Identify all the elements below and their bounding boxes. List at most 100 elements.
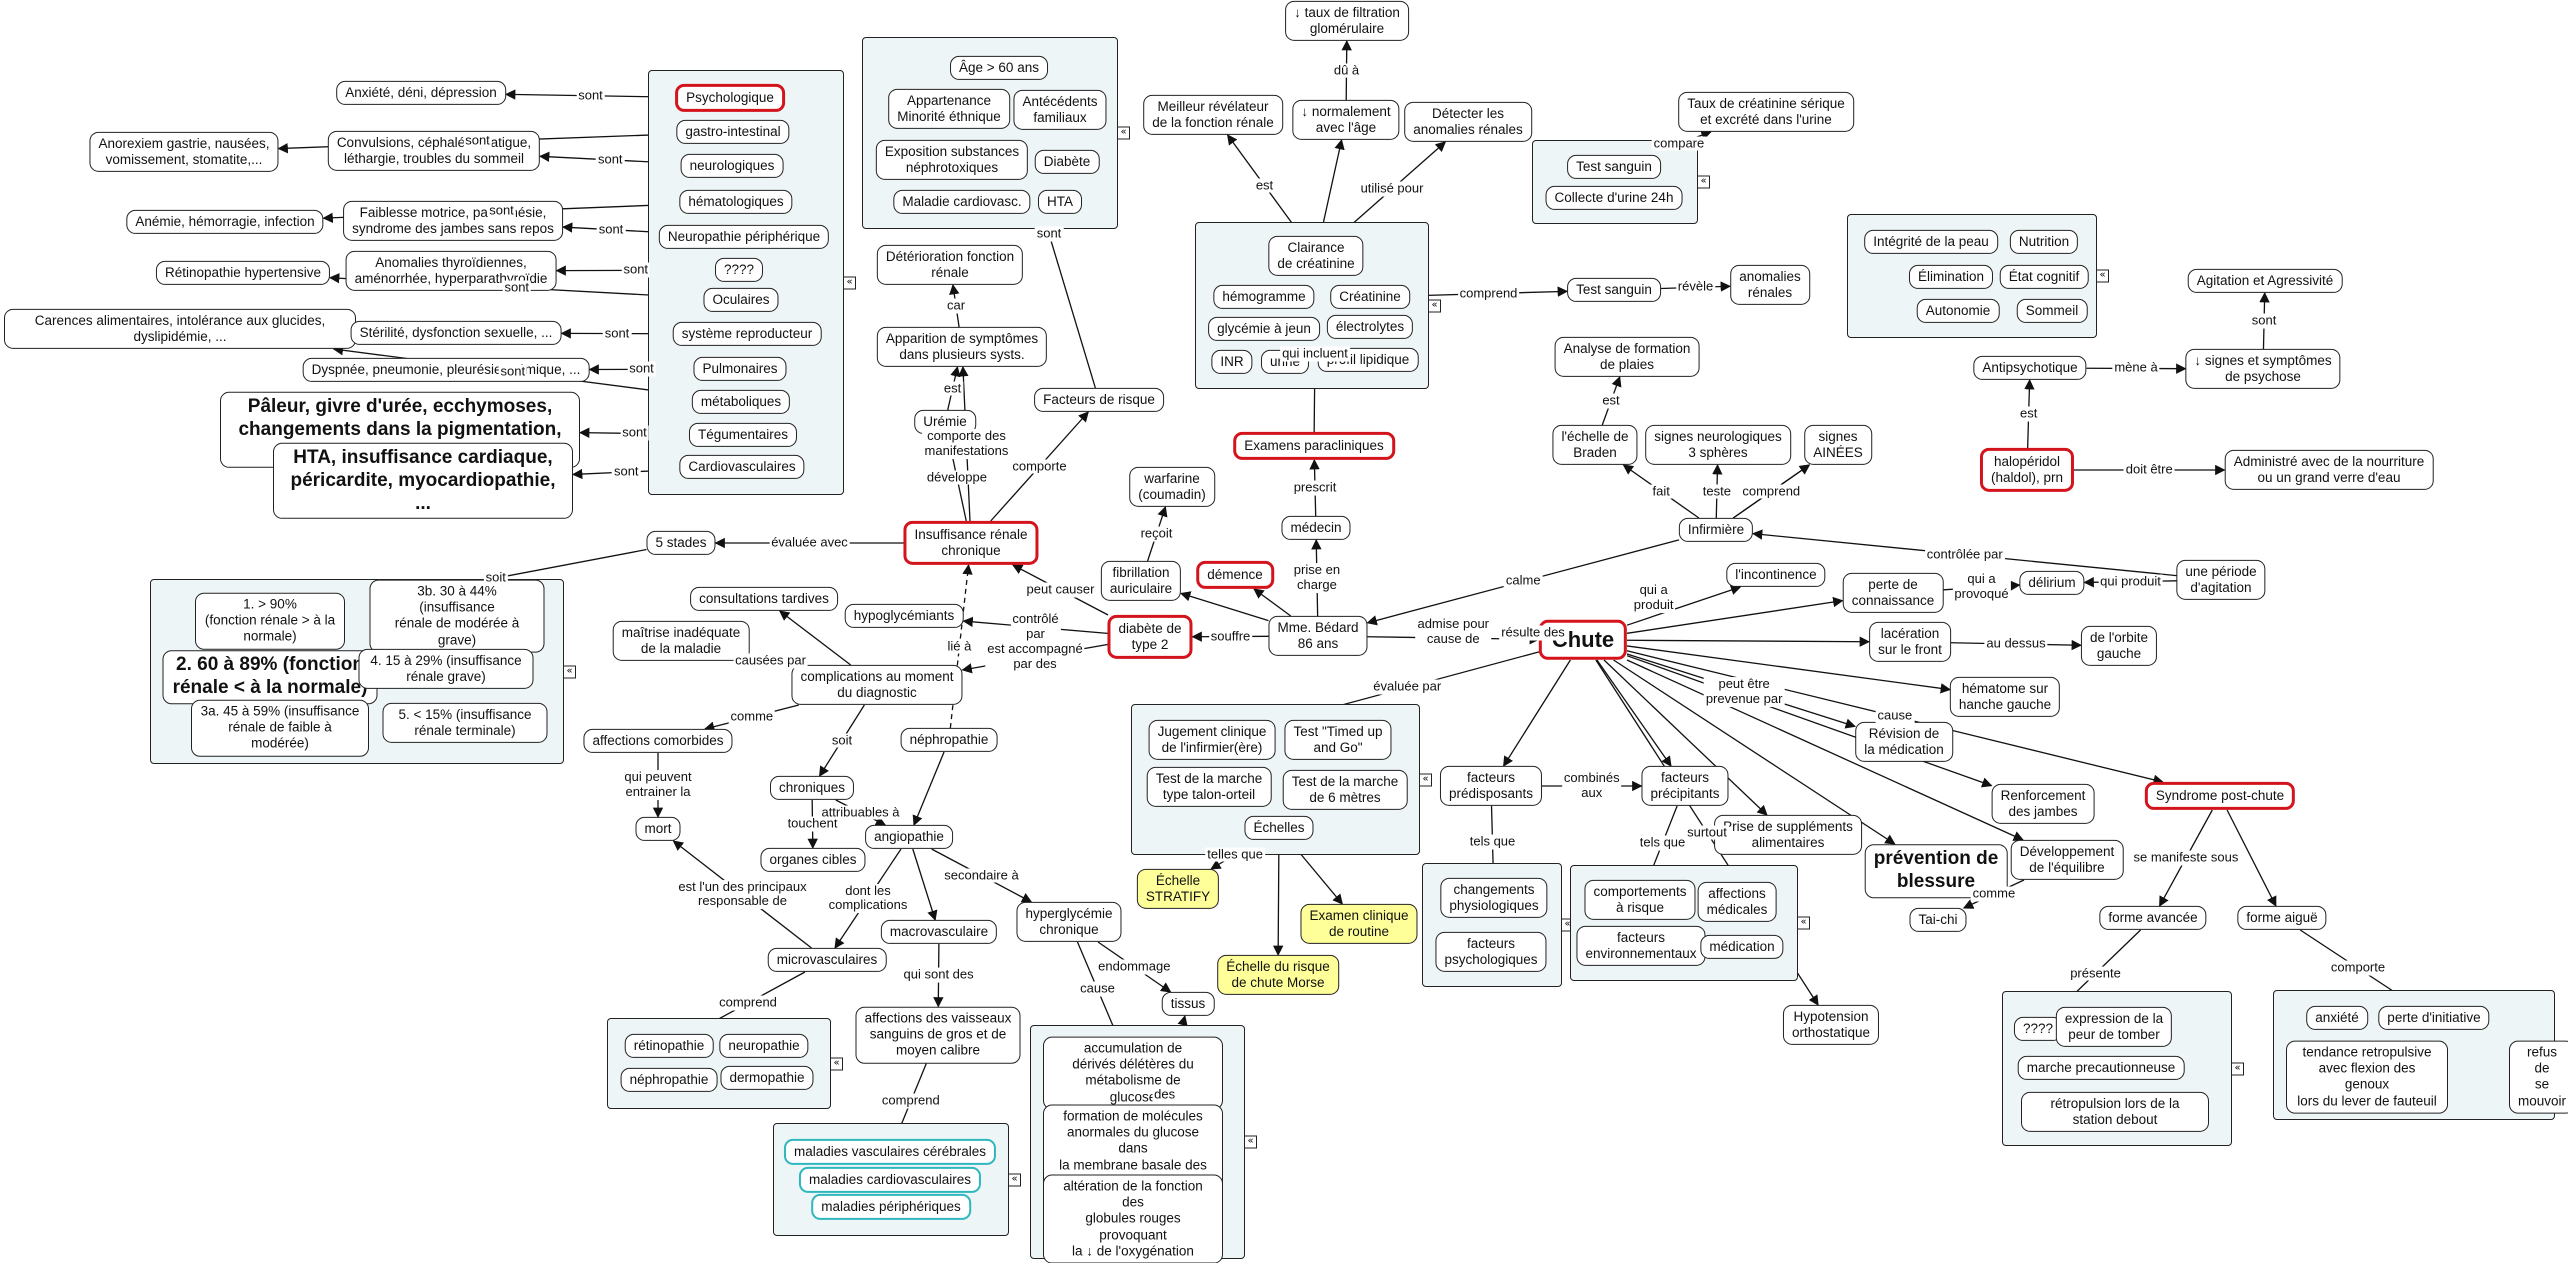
node-hematome[interactable]: hématome sur hanche gauche [1949,676,2061,718]
node-metaboliques[interactable]: métaboliques [691,389,791,415]
node-agitation[interactable]: Agitation et Agressivité [2187,268,2343,294]
node-organes[interactable]: organes cibles [760,847,866,873]
node-diabete[interactable]: diabète de type 2 [1107,614,1193,660]
node-affections-com[interactable]: affections comorbides [583,728,733,754]
node-fact-psy[interactable]: facteurs psychologiques [1435,931,1547,973]
node-retinopathie[interactable]: rétinopathie [624,1033,714,1059]
node-gastro[interactable]: gastro-intestinal [676,119,790,145]
node-microvasc[interactable]: microvasculaires [767,947,887,973]
node-hypoglycemiants[interactable]: hypoglycémiants [844,603,964,629]
node-timed[interactable]: Test "Timed up and Go" [1284,719,1392,761]
node-medication[interactable]: médication [1700,934,1784,960]
node-comportements[interactable]: comportements à risque [1584,879,1696,921]
node-meilleur[interactable]: Meilleur révélateur de la fonction rénal… [1143,94,1283,136]
node-stades[interactable]: 5 stades [646,530,716,556]
node-anxiete2[interactable]: anxiété [2306,1005,2368,1031]
node-laceration[interactable]: lacération sur le front [1869,621,1951,663]
node-detecter[interactable]: Détecter les anomalies rénales [1404,101,1532,143]
node-stade3b[interactable]: 3b. 30 à 44% (insuffisance rénale de mod… [369,579,545,653]
node-cognitif[interactable]: État cognitif [1999,264,2089,290]
node-refus[interactable]: refus de se mouvoir [2508,1040,2568,1114]
node-revision[interactable]: Révision de la médication [1855,721,1953,763]
node-deterioration[interactable]: Détérioration fonction rénale [876,244,1024,286]
node-alteration[interactable]: altération de la fonction des globules r… [1043,1174,1223,1263]
collapse-icon[interactable]: « [1244,1135,1257,1149]
node-delirium[interactable]: délirium [2019,570,2085,596]
collapse-icon[interactable]: « [1797,916,1810,930]
node-oculaires[interactable]: Oculaires [703,287,779,313]
node-filtration[interactable]: ↓ taux de filtration glomérulaire [1285,0,1409,42]
node-irc[interactable]: Insuffisance rénale chronique [903,520,1039,566]
node-morse[interactable]: Échelle du risque de chute Morse [1217,954,1339,996]
node-consultations[interactable]: consultations tardives [690,586,838,612]
node-facteurs-risque[interactable]: Facteurs de risque [1034,387,1164,413]
node-glycemie[interactable]: glycémie à jeun [1208,316,1320,342]
node-hta[interactable]: HTA [1038,189,1082,215]
node-anomalies-ren[interactable]: anomalies rénales [1730,264,1810,306]
node-stade3a[interactable]: 3a. 45 à 59% (insuffisance rénale de fai… [191,699,369,757]
node-jugement[interactable]: Jugement clinique de l'infirmier(ère) [1148,719,1276,761]
node-fibrillation[interactable]: fibrillation auriculaire [1100,560,1182,602]
node-tendance[interactable]: tendance retropulsive avec flexion des g… [2286,1040,2448,1114]
node-marche-prec[interactable]: marche precautionneuse [2017,1055,2185,1081]
node-ainees[interactable]: signes AINÉES [1804,424,1872,466]
node-normalement[interactable]: ↓ normalement avec l'âge [1292,99,1400,141]
node-hta-card[interactable]: HTA, insuffisance cardiaque, péricardite… [273,442,573,520]
node-psycho[interactable]: Psychologique [675,83,785,113]
node-hemogramme[interactable]: hémogramme [1213,284,1315,310]
node-collecte[interactable]: Collecte d'urine 24h [1545,185,1683,211]
node-echelles[interactable]: Échelles [1244,815,1314,841]
node-qqqq2[interactable]: ???? [2013,1016,2063,1042]
node-cardiovasc[interactable]: Maladie cardiovasc. [893,189,1031,215]
collapse-icon[interactable]: « [2231,1062,2244,1075]
node-minorite[interactable]: Appartenance Minorité éthnique [888,88,1010,130]
node-taichi[interactable]: Tai-chi [1909,907,1967,933]
node-anorexie[interactable]: Anorexiem gastrie, nausées, vomissement,… [89,131,279,173]
node-hyperglycemie[interactable]: hyperglycémie chronique [1016,901,1122,943]
node-stratify[interactable]: Échelle STRATIFY [1136,868,1220,910]
node-peur[interactable]: expression de la peur de tomber [2055,1006,2173,1048]
collapse-icon[interactable]: « [1428,299,1441,312]
node-carences[interactable]: Carences alimentaires, intolérance aux g… [4,308,356,350]
node-warfarine[interactable]: warfarine (coumadin) [1129,466,1215,508]
node-anxiete[interactable]: Anxiété, déni, dépression [336,80,506,106]
collapse-icon[interactable]: « [1117,126,1130,140]
node-autonomie[interactable]: Autonomie [1916,298,2000,324]
node-dyspnee[interactable]: Dyspnée, pneumonie, pleurésie urémique, … [302,357,590,383]
node-examen-clin[interactable]: Examen clinique de routine [1300,903,1418,945]
node-hypotension[interactable]: Hypotension orthostatique [1782,1004,1880,1046]
node-retinopathie-h[interactable]: Rétinopathie hypertensive [155,260,331,286]
node-renforcement[interactable]: Renforcement des jambes [1991,783,2095,825]
node-incontinence[interactable]: l'incontinence [1726,562,1826,588]
node-infirmiere[interactable]: Infirmière [1678,517,1754,543]
node-anemie[interactable]: Anémie, hémorragie, infection [126,209,324,235]
node-stade4[interactable]: 4. 15 à 29% (insuffisance rénale grave) [358,648,534,690]
node-qqqq[interactable]: ???? [714,257,764,283]
node-convulsions[interactable]: Convulsions, céphalées, fatigue, létharg… [327,130,541,172]
node-fact-env[interactable]: facteurs environnementaux [1576,925,1706,967]
node-sommeil[interactable]: Sommeil [2016,298,2088,324]
node-taux-creat[interactable]: Taux de créatinine sérique et excrété da… [1678,91,1854,133]
node-pulmonaires[interactable]: Pulmonaires [693,356,787,382]
node-mal-cardio[interactable]: maladies cardiovasculaires [798,1166,982,1194]
node-developpement[interactable]: Développement de l'équilibre [2010,839,2124,881]
node-elimination[interactable]: Élimination [1908,264,1994,290]
node-inr[interactable]: INR [1211,349,1253,375]
node-neuropathie[interactable]: neuropathie [719,1033,809,1059]
node-diabete-rf[interactable]: Diabète [1034,149,1100,175]
node-age60[interactable]: Âge > 60 ans [950,55,1048,81]
node-creatinine[interactable]: Créatinine [1330,284,1410,310]
node-peau[interactable]: Intégrité de la peau [1864,229,1998,255]
node-neuro[interactable]: signes neurologiques 3 sphères [1645,424,1791,466]
node-apparition[interactable]: Apparition de symptômes dans plusieurs s… [876,326,1048,368]
node-forme-avancee[interactable]: forme avancée [2099,905,2207,931]
node-neurologiques[interactable]: neurologiques [680,153,784,179]
node-nephropathie[interactable]: néphropathie [900,727,998,753]
node-faiblesse[interactable]: Faiblesse motrice, paresthésie, syndrome… [343,200,563,242]
node-six-metres[interactable]: Test de la marche de 6 mètres [1282,769,1408,811]
node-test-sang[interactable]: Test sanguin [1567,277,1661,303]
node-cardiovasc-sys[interactable]: Cardiovasculaires [679,454,805,480]
node-angiopathie[interactable]: angiopathie [865,824,953,850]
node-chroniques[interactable]: chroniques [769,775,855,801]
node-bedard[interactable]: Mme. Bédard 86 ans [1268,615,1368,657]
